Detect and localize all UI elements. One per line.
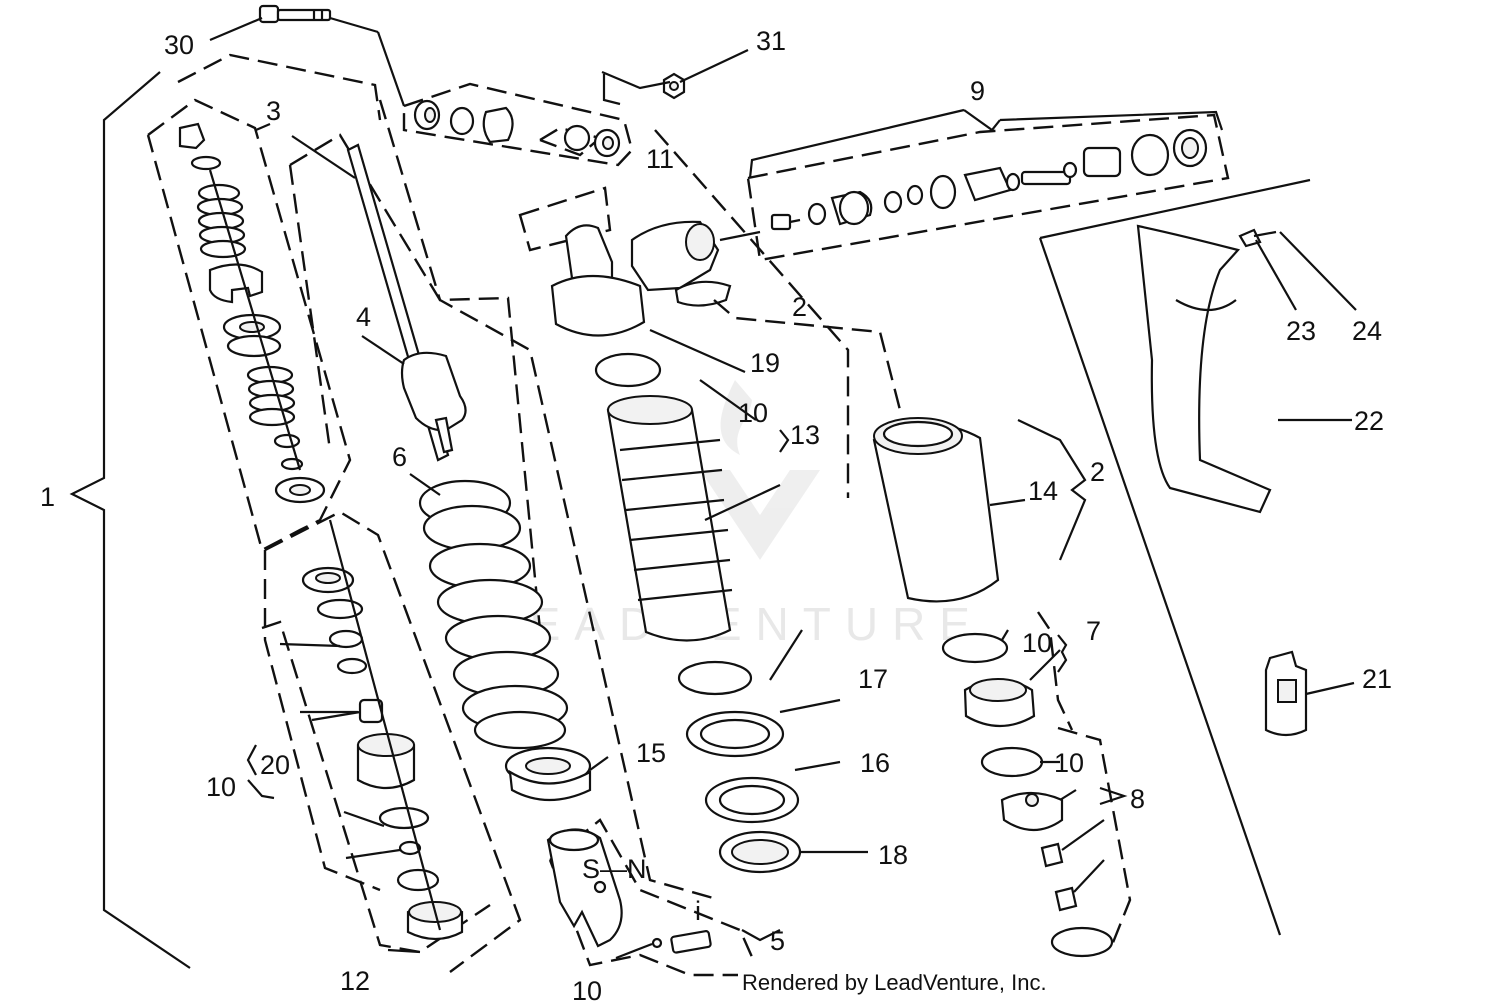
watermark-text: LEADVENTURE — [490, 598, 984, 650]
svg-text:i: i — [695, 896, 701, 926]
callout-19: 19 — [750, 348, 780, 378]
callout-30: 30 — [164, 30, 194, 60]
callout-10-reservoir-lower: 10 — [1054, 748, 1084, 778]
callout-2-upper: 2 — [792, 292, 807, 322]
callout-17: 17 — [858, 664, 888, 694]
shock-shaft-icon — [346, 143, 467, 462]
callout-16: 16 — [860, 748, 890, 778]
callout-12: 12 — [340, 966, 370, 996]
callout-20: 20 — [260, 750, 290, 780]
footer-backdrop — [738, 962, 1048, 998]
brace-marks — [246, 108, 1224, 954]
reservoir-head-icon — [518, 186, 732, 337]
clevis-icon: S—N — [546, 828, 647, 948]
callout-24: 24 — [1352, 316, 1382, 346]
callout-10-body: 10 — [738, 398, 768, 428]
callout-31: 31 — [756, 26, 786, 56]
valve-stack-icon — [178, 122, 326, 504]
callout-1: 1 — [40, 482, 55, 512]
adjuster-screw-icon: i — [651, 896, 712, 954]
callout-14: 14 — [1028, 476, 1058, 506]
callout-11: 11 — [646, 144, 674, 174]
callout-6: 6 — [392, 442, 407, 472]
compression-stack-icon — [301, 519, 464, 941]
callout-10-left: 10 — [206, 772, 236, 802]
callout-2-lower: 2 — [1090, 457, 1105, 487]
preload-rings-icon — [677, 660, 802, 874]
shock-body-icon — [594, 352, 733, 642]
fender-area — [1038, 178, 1311, 936]
rendered-by-footer: Rendered by LeadVenture, Inc. — [742, 970, 1047, 995]
callout-9: 9 — [970, 76, 985, 106]
callout-15: 15 — [636, 738, 666, 768]
clevis-marking: S—N — [582, 854, 647, 884]
callout-10-bottom: 10 — [572, 976, 602, 1004]
shock-spring-icon — [418, 479, 569, 750]
callout-18: 18 — [878, 840, 908, 870]
bolt-30-icon — [258, 4, 332, 24]
callout-3: 3 — [266, 96, 281, 126]
callout-10-reservoir-upper: 10 — [1022, 628, 1052, 658]
callout-21: 21 — [1362, 664, 1392, 694]
nut-31-icon — [662, 72, 686, 100]
mount-hardware-icon — [402, 82, 634, 167]
reservoir-icon — [654, 129, 1132, 958]
callout-4: 4 — [356, 302, 371, 332]
callout-23: 23 — [1286, 316, 1316, 346]
leader-lines — [209, 16, 1357, 960]
callout-13: 13 — [790, 420, 820, 450]
callout-8: 8 — [1130, 784, 1145, 814]
spring-seat-icon — [504, 746, 592, 802]
callout-5: 5 — [770, 926, 785, 956]
callout-labels: 1 2 2 3 4 5 6 7 8 9 10 10 10 10 10 10 11… — [40, 26, 1392, 1004]
callout-22: 22 — [1354, 406, 1384, 436]
callout-7: 7 — [1086, 616, 1101, 646]
